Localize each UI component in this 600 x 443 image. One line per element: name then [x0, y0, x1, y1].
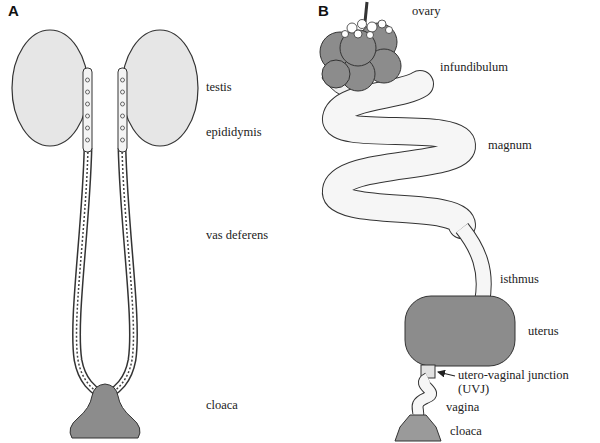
cloaca-shape — [70, 384, 140, 438]
epididymis-shape — [118, 68, 127, 152]
ovary-shape — [320, 23, 401, 91]
testis-shape — [12, 30, 88, 146]
organ-label: vas deferens — [206, 228, 268, 242]
follicle-shape — [342, 20, 393, 39]
male-tract — [12, 30, 198, 438]
vas-deferens-shape — [110, 148, 133, 394]
vas-deferens-shape — [77, 148, 100, 394]
organ-label: infundibulum — [440, 60, 508, 74]
organ-label: epididymis — [206, 125, 262, 139]
vagina-shape — [418, 378, 432, 416]
testis-shape — [122, 30, 198, 146]
organ-label: ovary — [412, 4, 440, 18]
organ-label: utero-vaginal junction (UVJ) — [458, 368, 592, 397]
organ-label: vagina — [446, 400, 479, 414]
panel-letter: B — [318, 2, 329, 19]
organ-label: testis — [206, 80, 232, 94]
organ-label: cloaca — [206, 398, 238, 412]
ovary-stalk — [365, 2, 367, 22]
organ-label: cloaca — [450, 424, 482, 438]
uterus-shape — [405, 296, 515, 366]
organ-label: uterus — [528, 324, 559, 338]
panel-letter: A — [8, 2, 19, 19]
magnum-shape — [336, 84, 462, 225]
organ-label: magnum — [488, 138, 532, 152]
cloaca-shape — [395, 415, 441, 441]
epididymis-shape — [83, 68, 92, 152]
leader-arrow — [438, 372, 455, 376]
organ-label: isthmus — [500, 272, 539, 286]
isthmus-shape — [462, 228, 484, 302]
